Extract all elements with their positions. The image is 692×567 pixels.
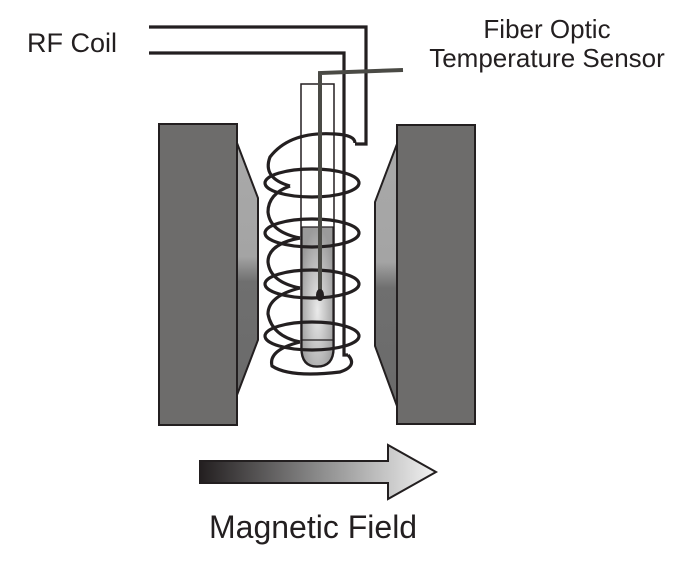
sensor-label-line2: Temperature Sensor: [429, 43, 665, 73]
rf-lead-lower: [149, 51, 348, 357]
fiber-optic-sensor: [316, 68, 404, 301]
fiber-optic-sensor-label: Fiber Optic Temperature Sensor: [412, 15, 682, 73]
left-magnet-block: [158, 123, 238, 426]
sample-tube: [300, 83, 335, 368]
rf-lead-upper: [149, 25, 368, 146]
right-magnet-block: [396, 124, 476, 425]
rf-coil: [149, 25, 368, 376]
rf-coil-label: RF Coil: [27, 28, 118, 58]
right-magnet: [374, 124, 476, 425]
sensor-tip: [316, 289, 324, 301]
left-pole-face: [236, 142, 259, 396]
right-pole-face: [374, 143, 398, 407]
tube-outline: [300, 83, 335, 368]
magnetic-field-arrow: [199, 443, 439, 501]
left-magnet: [158, 123, 259, 426]
sensor-label-line1: Fiber Optic: [483, 14, 611, 44]
magnetic-field-label: Magnetic Field: [209, 509, 418, 545]
